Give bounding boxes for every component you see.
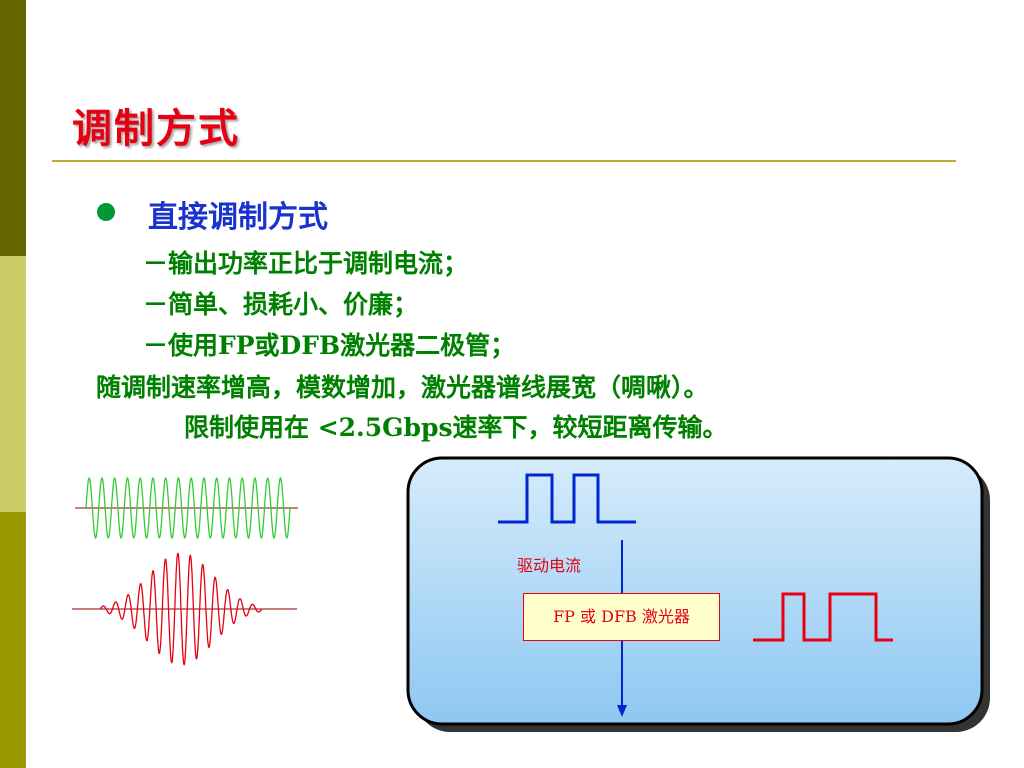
sidebar-band-top [0, 0, 26, 256]
sub-point-simple-cheap: －简单、损耗小、价廉； [143, 290, 419, 319]
bullet-heading: 直接调制方式 [148, 200, 328, 235]
output-pulse-train [753, 592, 893, 642]
bullet-dot-icon [97, 203, 115, 221]
laser-box: FP 或 DFB 激光器 [523, 593, 720, 641]
note-rate-limit: 限制使用在 <2.5Gbps速率下，较短距离传输。 [184, 413, 728, 442]
arrow-head-icon [617, 705, 627, 717]
sidebar-band-middle [0, 256, 26, 512]
title-divider [52, 160, 956, 162]
note-chirp: 随调制速率增高，模数增加，激光器谱线展宽（啁啾）。 [96, 373, 709, 402]
sub-point-output-power: －输出功率正比于调制电流； [143, 249, 469, 278]
input-pulse-train [498, 473, 636, 524]
slide-title: 调制方式 [72, 106, 240, 152]
carrier-wave [85, 477, 291, 539]
sub-point-laser-diode: －使用FP或DFB激光器二极管； [143, 331, 516, 360]
drive-current-label: 驱动电流 [517, 556, 582, 575]
sidebar-band-bottom [0, 512, 26, 768]
modulated-wave [99, 552, 263, 666]
diagram-panel [406, 456, 984, 726]
